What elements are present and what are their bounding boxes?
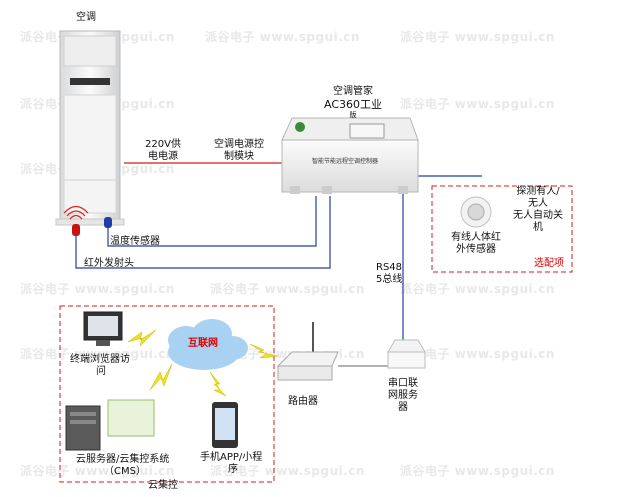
server-icon xyxy=(65,399,155,451)
ir-emitter-label: 红外发射头 xyxy=(84,258,134,269)
rs485-label-line2: 5总线 xyxy=(376,274,403,285)
router-device xyxy=(276,322,339,381)
optional-box xyxy=(431,185,573,273)
ac-manager-label-line2: AC360工业 xyxy=(323,98,382,111)
watermark: 派谷电子 www.spgui.cn xyxy=(400,30,555,44)
pir-sensor-icon xyxy=(460,196,492,228)
detect-note-line2: 无人 xyxy=(528,198,548,209)
terminal-label-line2: 问 xyxy=(96,366,106,377)
cloud-server-label-line2: （CMS） xyxy=(104,466,146,477)
power-module-label-line2: 制模块 xyxy=(224,151,254,162)
wireless-bolt-icon xyxy=(127,329,157,347)
temp-sensor-wire xyxy=(107,196,317,247)
internet-label: 互联网 xyxy=(188,338,218,349)
detect-note-line3: 无人自动关 xyxy=(513,210,563,221)
ac-manager-label-line1: 空调管家 xyxy=(333,86,373,97)
cloud-server-label-line1: 云服务器/云集控系统 xyxy=(76,454,170,465)
ac-manager-label-line3: 版 xyxy=(349,111,357,119)
watermark: 派谷电子 www.spgui.cn xyxy=(205,30,360,44)
terminal-label-line1: 终端浏览器访 xyxy=(70,354,130,365)
watermark: 派谷电子 www.spgui.cn xyxy=(400,464,555,478)
air-conditioner-label: 空调 xyxy=(76,12,96,23)
watermark: 派谷电子 www.spgui.cn xyxy=(20,282,175,296)
temperature-sensor-icon xyxy=(104,217,112,228)
power-source-label-line2: 电电源 xyxy=(148,151,178,162)
power-module-label-line1: 空调电源控 xyxy=(214,139,264,150)
serial-server-label-line1: 串口联 xyxy=(388,378,418,389)
ir-emitter-icon xyxy=(63,205,89,236)
cloud-control-label: 云集控 xyxy=(148,480,178,491)
watermark: 派谷电子 www.spgui.cn xyxy=(210,464,365,478)
detect-note-line1: 探测有人/ xyxy=(516,186,560,197)
temp-sensor-label: 温度传感器 xyxy=(110,236,160,247)
wireless-bolt-icon xyxy=(209,371,227,397)
serial-server-label-line2: 网服务 xyxy=(388,390,418,401)
power-source-label-line1: 220V供 xyxy=(145,139,181,150)
mobile-app-label-line2: 序 xyxy=(228,464,238,475)
optional-label: 选配项 xyxy=(534,258,564,269)
watermark: 派谷电子 www.spgui.cn xyxy=(400,97,555,111)
wireless-bolt-icon xyxy=(249,343,279,359)
mobile-app-label-line1: 手机APP/小程 xyxy=(200,452,263,463)
serial-server-device xyxy=(387,339,426,369)
detect-note-line4: 机 xyxy=(533,222,543,233)
monitor-icon xyxy=(83,311,123,346)
cloud-control-box xyxy=(59,305,275,483)
pir-sensor-label-line2: 外传感器 xyxy=(456,244,496,255)
ac-manager-controller xyxy=(281,117,419,194)
wireless-bolt-icon xyxy=(149,363,173,391)
ir-emitter-wire xyxy=(75,196,331,269)
router-label: 路由器 xyxy=(288,396,318,407)
watermark: 派谷电子 www.spgui.cn xyxy=(400,282,555,296)
controller-panel-text: 智能节能远程空调控制器 xyxy=(312,158,379,165)
air-conditioner-unit xyxy=(55,30,125,226)
pir-sensor-label-line1: 有线人体红 xyxy=(451,232,501,243)
serial-server-label-line3: 器 xyxy=(398,402,408,413)
rs485-label-line1: RS48 xyxy=(376,262,403,273)
watermark: 派谷电子 www.spgui.cn xyxy=(20,464,175,478)
internet-cloud-icon xyxy=(168,319,248,370)
watermark: 派谷电子 www.spgui.cn xyxy=(210,282,365,296)
watermark: 派谷电子 www.spgui.cn xyxy=(20,347,175,361)
mobile-phone-icon xyxy=(212,402,238,448)
